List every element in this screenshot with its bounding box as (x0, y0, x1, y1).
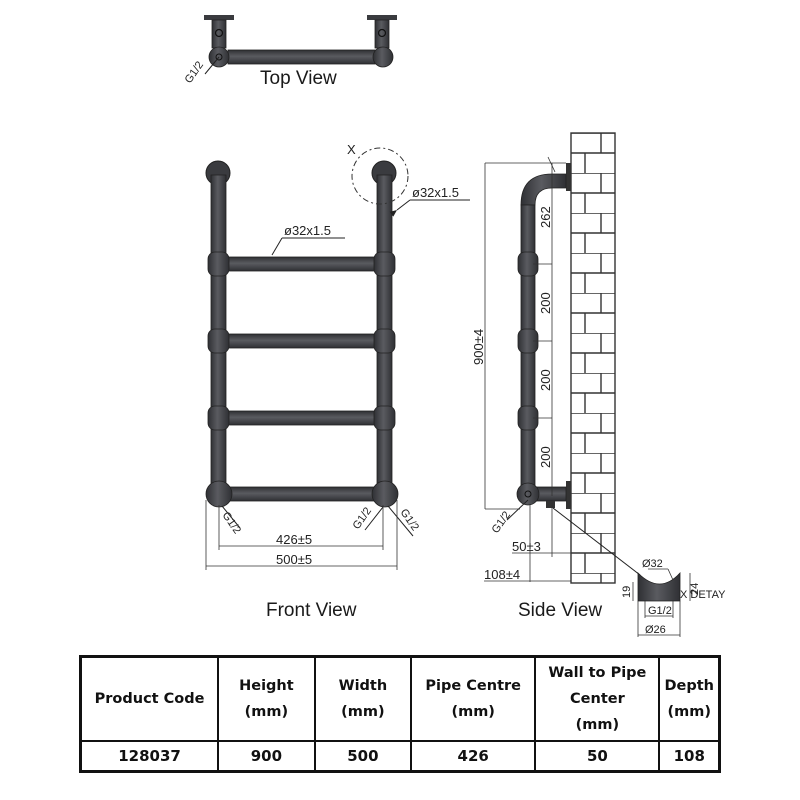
header-pipe-centre: Pipe Centre(mm) (410, 655, 537, 742)
rail-pipe-spec: ø32x1.5 (284, 223, 331, 238)
side-top-flange (566, 163, 571, 191)
front-view: X ø32x1.5 ø32x1.5 G1/2 G1/2 G1/2 426±5 5… (205, 142, 470, 570)
side-view: G1/2 900±4 262 200 200 200 50±3 108±4 (471, 132, 641, 584)
cell-width: 500 (313, 740, 413, 773)
detail-thread: G1/2 (648, 605, 672, 617)
spacing-3: 200 (538, 446, 553, 468)
detail-pipe-diameter: Ø32 (642, 558, 663, 570)
side-view-label: Side View (518, 600, 603, 621)
side-top-bend (520, 173, 567, 206)
front-connection-left: G1/2 (220, 510, 244, 536)
technical-drawing: G1/2 X ø32x1. (183, 15, 726, 637)
detail-x-circle (351, 147, 409, 205)
cell-pipe-centre: 426 (410, 740, 537, 773)
wall-to-pipe-dimension: 50±3 (512, 539, 541, 554)
top-view-label: Top View (260, 68, 337, 89)
side-connection-label: G1/2 (490, 509, 514, 535)
table-row: 128037 900 500 426 50 108 (79, 740, 721, 773)
top-rail (227, 49, 376, 65)
cell-product-code: 128037 (79, 740, 220, 773)
detail-height-outer: 24 (689, 583, 701, 595)
detail-bracket (637, 571, 681, 602)
front-view-label: Front View (266, 600, 357, 621)
brick-wall (570, 132, 616, 584)
side-joints (517, 251, 539, 431)
header-product-code: Product Code (79, 655, 220, 742)
depth-dimension: 108±4 (484, 567, 520, 582)
side-height-dimension: 900±4 (471, 329, 486, 365)
detail-base-diameter: Ø26 (645, 624, 666, 636)
top-left-flange (204, 15, 234, 20)
front-connection-right: G1/2 (398, 507, 422, 533)
header-width: Width(mm) (313, 655, 413, 742)
detail-title: X DETAY (680, 589, 726, 601)
cell-height: 900 (217, 740, 316, 773)
side-bottom-flange (566, 481, 571, 509)
cell-wall-to-pipe: 50 (534, 740, 661, 773)
spacing-2: 200 (538, 369, 553, 391)
width-dimension: 500±5 (276, 552, 312, 567)
table-header-row: Product Code Height(mm) Width(mm) Pipe C… (79, 655, 721, 742)
top-right-flange (367, 15, 397, 20)
cell-depth: 108 (658, 740, 721, 773)
pipe-centre-dimension: 426±5 (276, 532, 312, 547)
front-connection-mid: G1/2 (351, 505, 375, 531)
detail-x: Ø32 24 19 X DETAY G1/2 Ø26 (621, 558, 726, 637)
spacing-top: 262 (538, 206, 553, 228)
towel-rails (225, 256, 378, 502)
header-depth: Depth(mm) (658, 655, 721, 742)
top-connection-label: G1/2 (183, 59, 207, 85)
header-height: Height(mm) (217, 655, 316, 742)
top-view: G1/2 (183, 15, 397, 86)
upright-pipe-spec: ø32x1.5 (412, 185, 459, 200)
specification-table: Product Code Height(mm) Width(mm) Pipe C… (79, 655, 721, 773)
spacing-1: 200 (538, 292, 553, 314)
detail-marker: X (347, 142, 356, 157)
detail-height-inner: 19 (621, 586, 633, 598)
rail-joints (205, 251, 399, 508)
